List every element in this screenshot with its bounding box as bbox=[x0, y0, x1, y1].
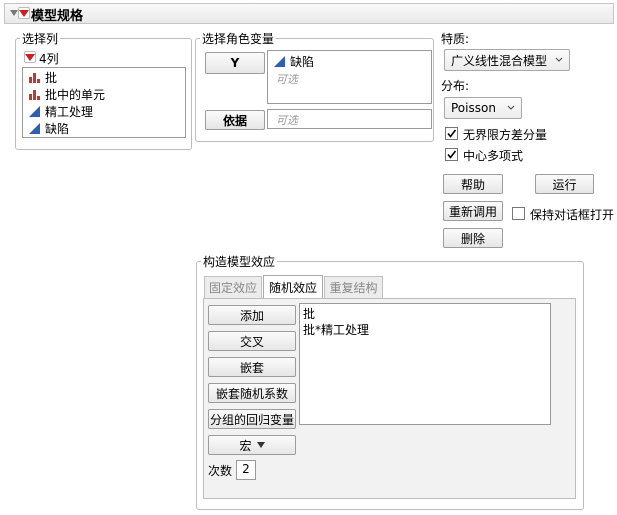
center-polynomials-label: 中心多项式 bbox=[463, 149, 524, 163]
effect-item[interactable]: 批*精工处理 bbox=[303, 322, 370, 337]
add-button[interactable]: 添加 bbox=[208, 305, 296, 325]
columns-list[interactable]: 批 批中的单元 精工处理 缺陷 bbox=[22, 67, 186, 138]
unbounded-variance-checkbox[interactable] bbox=[445, 127, 458, 140]
construct-effects-label: 构造模型效应 bbox=[201, 253, 278, 270]
grouped-regressors-button[interactable]: 分组的回归变量 bbox=[208, 409, 296, 429]
column-count: 4列 bbox=[39, 52, 59, 66]
y-role-button[interactable]: Y bbox=[205, 52, 265, 74]
personality-label: 特质: bbox=[441, 32, 470, 46]
checkmark-icon bbox=[447, 129, 457, 138]
by-optional-hint: 可选 bbox=[276, 114, 298, 127]
nominal-bar-icon bbox=[29, 72, 40, 83]
center-polynomials-checkbox[interactable] bbox=[445, 148, 458, 161]
red-triangle-menu-icon[interactable] bbox=[18, 7, 30, 19]
keep-dialog-open-checkbox[interactable] bbox=[512, 207, 525, 220]
nest-random-coefficients-button[interactable]: 嵌套随机系数 bbox=[208, 383, 296, 403]
macros-button[interactable]: 宏 bbox=[208, 435, 296, 455]
column-item-polish[interactable]: 精工处理 bbox=[28, 103, 93, 119]
distribution-label: 分布: bbox=[441, 79, 470, 93]
nominal-bar-icon bbox=[29, 89, 40, 100]
degree-label: 次数 bbox=[208, 464, 233, 478]
recall-button[interactable]: 重新调用 bbox=[443, 201, 503, 221]
degree-input[interactable]: 2 bbox=[236, 460, 256, 480]
help-button[interactable]: 帮助 bbox=[443, 174, 503, 194]
distribution-select[interactable]: Poisson bbox=[444, 97, 522, 119]
chevron-down-icon bbox=[507, 105, 515, 110]
checkmark-icon bbox=[447, 150, 457, 159]
columns-menu-icon[interactable] bbox=[24, 51, 36, 63]
unbounded-variance-label: 无界限方差分量 bbox=[463, 128, 548, 142]
tab-random-effects[interactable]: 随机效应 bbox=[263, 275, 323, 298]
cross-button[interactable]: 交叉 bbox=[208, 331, 296, 351]
continuous-triangle-icon bbox=[274, 55, 285, 67]
continuous-triangle-icon bbox=[29, 122, 40, 134]
y-optional-hint: 可选 bbox=[276, 73, 298, 86]
tab-fixed-effects[interactable]: 固定效应 bbox=[204, 276, 262, 298]
personality-select[interactable]: 广义线性混合模型 bbox=[444, 49, 570, 71]
random-effects-list[interactable]: 批 批*精工处理 bbox=[299, 303, 551, 425]
continuous-triangle-icon bbox=[29, 105, 40, 117]
chevron-down-icon bbox=[555, 57, 563, 62]
select-roles-label: 选择角色变量 bbox=[200, 30, 277, 47]
dropdown-arrow-icon bbox=[256, 442, 265, 448]
column-item-defects[interactable]: 缺陷 bbox=[28, 120, 69, 136]
select-columns-label: 选择列 bbox=[20, 30, 61, 47]
select-roles-group bbox=[195, 38, 434, 142]
run-button[interactable]: 运行 bbox=[535, 174, 594, 194]
select-columns-group bbox=[15, 38, 192, 150]
outline-toggle-icon[interactable] bbox=[10, 10, 18, 16]
y-role-list[interactable]: 缺陷 可选 bbox=[267, 50, 432, 104]
column-item-lot[interactable]: 批 bbox=[28, 69, 57, 85]
title-bar: 模型规格 bbox=[4, 3, 614, 24]
page-title: 模型规格 bbox=[31, 9, 84, 24]
y-role-item[interactable]: 缺陷 bbox=[273, 53, 314, 69]
column-item-wafer[interactable]: 批中的单元 bbox=[28, 86, 105, 102]
by-role-list[interactable]: 可选 bbox=[267, 109, 432, 129]
tab-repeated-structure[interactable]: 重复结构 bbox=[324, 276, 383, 298]
nest-button[interactable]: 嵌套 bbox=[208, 357, 296, 377]
keep-dialog-open-label: 保持对话框打开 bbox=[530, 208, 615, 222]
remove-button[interactable]: 删除 bbox=[443, 228, 503, 248]
effect-item[interactable]: 批 bbox=[303, 306, 316, 321]
by-role-button[interactable]: 依据 bbox=[205, 110, 265, 130]
construct-effects-group bbox=[196, 261, 584, 510]
